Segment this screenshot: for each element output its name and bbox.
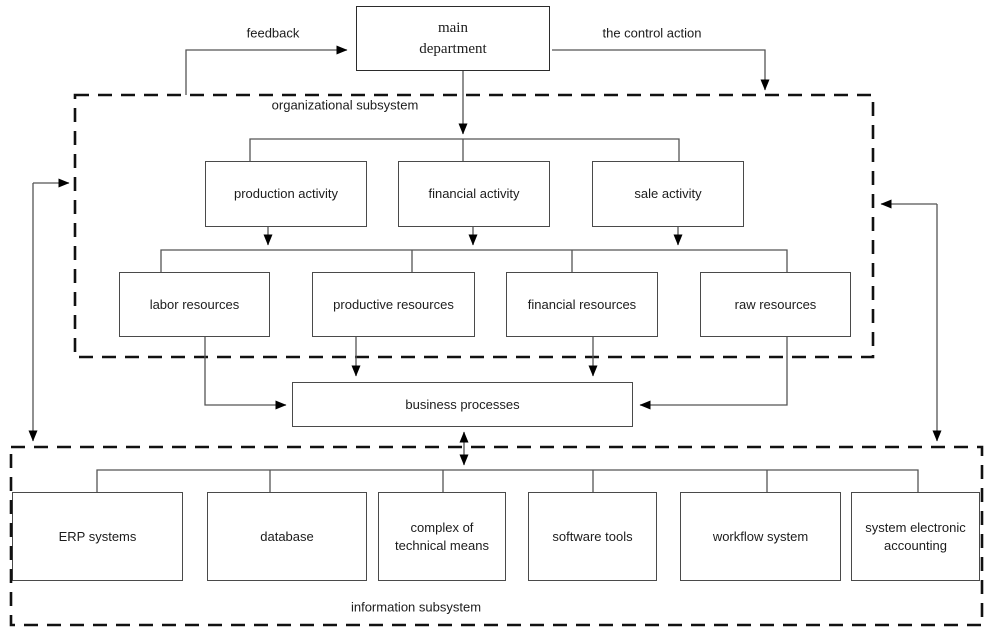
- organizational-subsystem-label: organizational subsystem: [271, 97, 419, 113]
- labor-to-bp-arrow: [204, 337, 287, 410]
- raw-to-bp-arrow: [639, 337, 788, 410]
- feedback-arrow: [185, 45, 348, 95]
- production-activity-box: production activity: [205, 161, 367, 227]
- software-tools-box: software tools: [528, 492, 657, 581]
- sale-activity-box: sale activity: [592, 161, 744, 227]
- erp-systems-box: ERP systems: [12, 492, 183, 581]
- control-action-label: the control action: [602, 25, 702, 41]
- labor-resources-box: labor resources: [119, 272, 270, 337]
- complex-technical-means-box: complex of technical means: [378, 492, 506, 581]
- information-subsystem-label: information subsystem: [350, 599, 482, 615]
- financial-resources-box: financial resources: [506, 272, 658, 337]
- control-action-arrow: [552, 49, 770, 91]
- database-box: database: [207, 492, 367, 581]
- raw-resources-box: raw resources: [700, 272, 851, 337]
- system-electronic-accounting-box: system electronic accounting: [851, 492, 980, 581]
- resources-connector: [160, 249, 788, 272]
- financial-activity-box: financial activity: [398, 161, 550, 227]
- feedback-label: feedback: [246, 25, 300, 41]
- business-processes-box: business processes: [292, 382, 633, 427]
- info-components-connector: [96, 469, 919, 492]
- activities-connector: [249, 138, 680, 161]
- workflow-system-box: workflow system: [680, 492, 841, 581]
- productive-resources-box: productive resources: [312, 272, 475, 337]
- main-department-box: main department: [356, 6, 550, 71]
